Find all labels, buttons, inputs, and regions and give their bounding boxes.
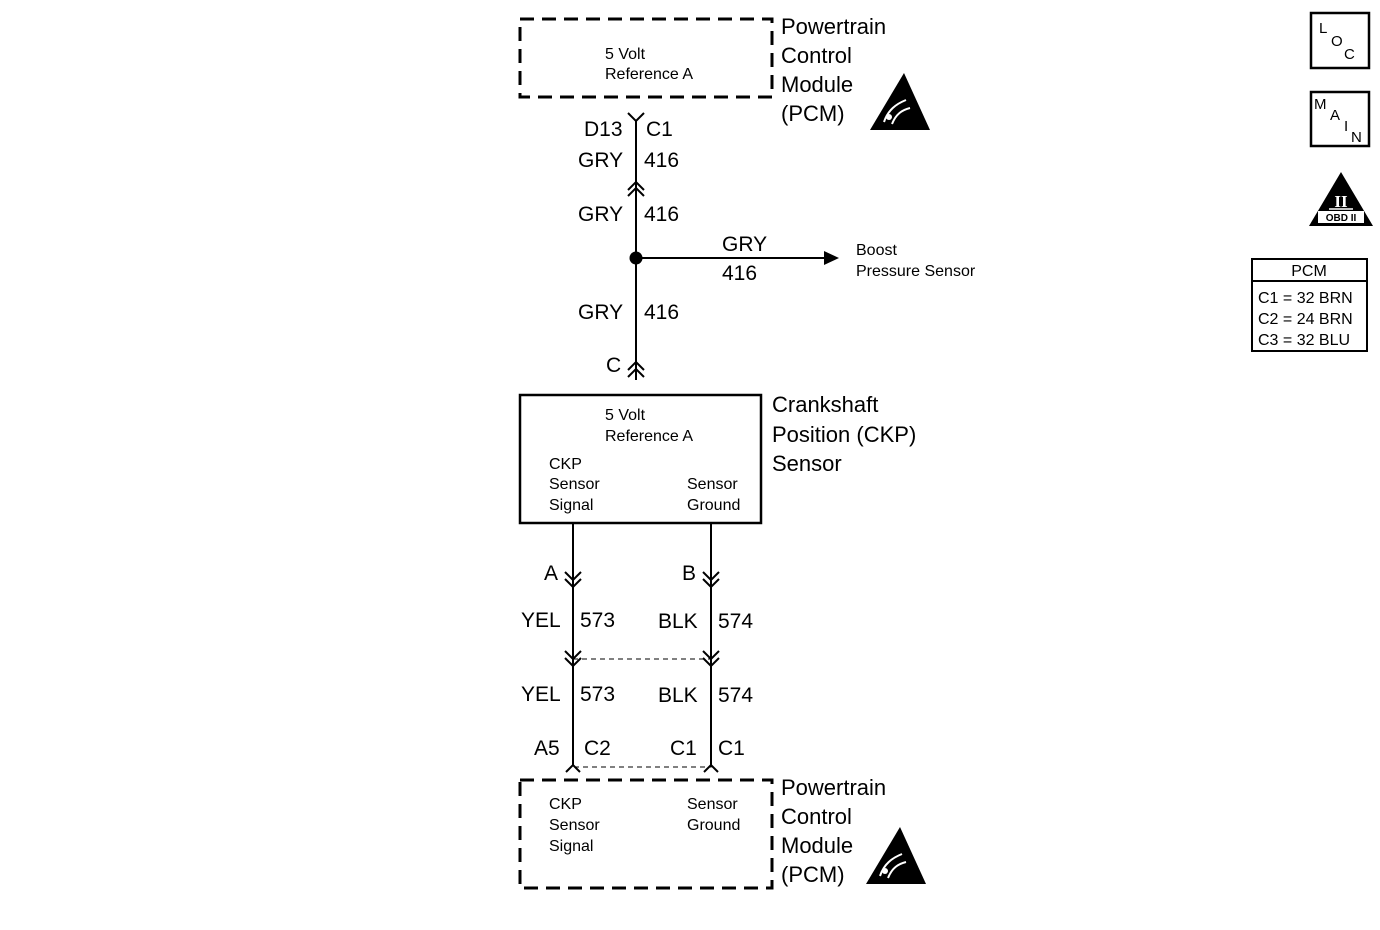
boost-label-2: Pressure Sensor <box>856 263 976 280</box>
boost-label-1: Boost <box>856 242 897 259</box>
pcm-connector-c2: C2 <box>584 737 611 760</box>
pcm-top-title-4: (PCM) <box>781 101 845 126</box>
pcm-top-title-1: Powertrain <box>781 14 886 39</box>
pcm-bottom-title-4: (PCM) <box>781 862 845 887</box>
ckp-title-3: Sensor <box>772 451 842 476</box>
main-letter-a: A <box>1330 107 1340 124</box>
wire-573-lower-color: YEL <box>521 683 561 706</box>
ckp-sensor-box <box>518 393 763 525</box>
pcm-top-title-2: Control <box>781 43 852 68</box>
ckp-ground-1: Sensor <box>687 476 738 493</box>
ckp-c-terminal <box>627 360 645 378</box>
pcm-top-box <box>518 17 774 99</box>
main-letter-n: N <box>1351 129 1362 146</box>
legend-row-2: C2 = 24 BRN <box>1258 311 1353 328</box>
obd-roman: II <box>1334 192 1348 211</box>
pcm-top-terminal <box>627 112 645 123</box>
obd-ii-icon[interactable]: II OBD II <box>1309 172 1373 226</box>
ckp-ref-1: 5 Volt <box>605 407 646 424</box>
wire-573-lower-circuit: 573 <box>580 683 615 706</box>
ckp-signal-3: Signal <box>549 497 593 514</box>
ckp-pin-b: B <box>682 562 696 585</box>
ckp-pin-c: C <box>606 354 621 377</box>
pcm-pin-c1: C1 <box>670 737 697 760</box>
ckp-b-terminal <box>702 571 720 589</box>
main-icon[interactable]: M A I N <box>1309 90 1371 148</box>
ckp-title-1: Crankshaft <box>772 392 878 417</box>
pcm-bottom-ground-2: Ground <box>687 817 740 834</box>
legend-title: PCM <box>1291 263 1327 280</box>
wire-416-seg2-circuit: 416 <box>644 203 679 226</box>
wire-574-lower-circuit: 574 <box>718 684 753 707</box>
branch-circuit: 416 <box>722 262 757 285</box>
esd-warning-icon <box>870 73 930 130</box>
legend-row-1: C1 = 32 BRN <box>1258 290 1353 307</box>
inline-connector-top <box>627 180 645 197</box>
ckp-signal-2: Sensor <box>549 476 600 493</box>
branch-arrow-icon <box>824 251 839 265</box>
ckp-pin-a: A <box>544 562 558 585</box>
wire-574-upper-color: BLK <box>658 610 698 633</box>
esd-warning-icon <box>866 827 926 884</box>
pcm-top-ref-line2: Reference A <box>605 66 693 83</box>
loc-icon[interactable]: L O C <box>1309 11 1371 70</box>
pcm-connector-c1: C1 <box>718 737 745 760</box>
branch-color: GRY <box>722 233 767 256</box>
pcm-top-ref-line1: 5 Volt <box>605 46 646 63</box>
ckp-ref-2: Reference A <box>605 428 693 445</box>
pcm-top-pin: D13 <box>584 118 623 141</box>
ckp-title-2: Position (CKP) <box>772 422 916 447</box>
pcm-bottom-signal-2: Sensor <box>549 817 600 834</box>
pcm-top-connector: C1 <box>646 118 673 141</box>
pcm-bottom-title-3: Module <box>781 833 853 858</box>
pcm-bottom-ground-1: Sensor <box>687 796 738 813</box>
pcm-bottom-box <box>518 778 774 890</box>
main-letter-i: I <box>1344 118 1348 135</box>
inline-connector-outline <box>572 658 712 768</box>
legend-row-3: C3 = 32 BLU <box>1258 332 1350 349</box>
wire-416-seg1-circuit: 416 <box>644 149 679 172</box>
pcm-a5-terminal <box>565 763 581 773</box>
loc-letter-c: C <box>1344 46 1355 63</box>
ckp-ground-2: Ground <box>687 497 740 514</box>
wire-416-seg3-color: GRY <box>578 301 623 324</box>
pcm-top-title-3: Module <box>781 72 853 97</box>
main-letter-m: M <box>1314 96 1327 113</box>
wire-416-seg2-color: GRY <box>578 203 623 226</box>
loc-letter-l: L <box>1319 20 1327 37</box>
pcm-bottom-title-2: Control <box>781 804 852 829</box>
ckp-signal-1: CKP <box>549 456 582 473</box>
obd-text: OBD II <box>1326 213 1357 224</box>
ckp-a-terminal <box>564 571 582 589</box>
wire-574-lower-color: BLK <box>658 684 698 707</box>
pcm-bottom-signal-3: Signal <box>549 838 593 855</box>
wire-573-upper-color: YEL <box>521 609 561 632</box>
loc-letter-o: O <box>1331 33 1343 50</box>
wire-574-upper-circuit: 574 <box>718 610 753 633</box>
pcm-pin-a5: A5 <box>534 737 560 760</box>
wire-416-seg1-color: GRY <box>578 149 623 172</box>
pcm-bottom-title-1: Powertrain <box>781 775 886 800</box>
pcm-bottom-signal-1: CKP <box>549 796 582 813</box>
wire-573-upper-circuit: 573 <box>580 609 615 632</box>
pcm-connector-legend: PCM C1 = 32 BRN C2 = 24 BRN C3 = 32 BLU <box>1251 258 1368 352</box>
wire-416-seg3-circuit: 416 <box>644 301 679 324</box>
